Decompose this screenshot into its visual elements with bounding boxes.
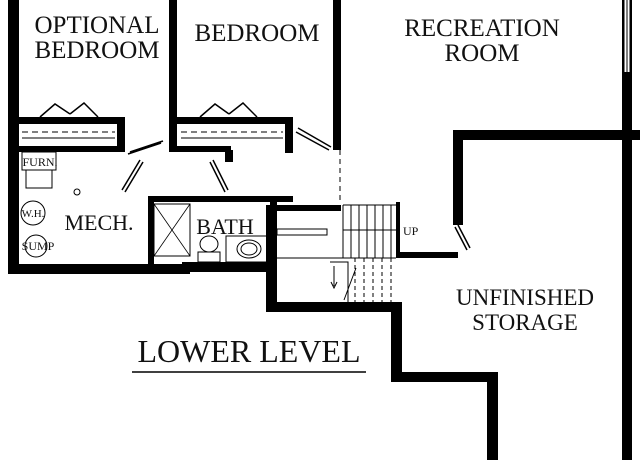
doors [121, 127, 471, 251]
plan-title: LOWER LEVEL [137, 333, 360, 369]
mech-fixtures [20, 151, 81, 258]
recreation-room-label-line1: RECREATION [404, 15, 560, 42]
optional-bedroom-label-line1: OPTIONAL [35, 12, 160, 39]
stair-up-label: UP [403, 224, 419, 238]
closet-shelves [22, 101, 283, 139]
staircase [276, 204, 396, 302]
interior-walls [19, 0, 400, 272]
bedroom-label: BEDROOM [194, 20, 319, 47]
mech-label: MECH. [64, 210, 133, 235]
bath-fixtures [153, 203, 269, 263]
sump-label: SUMP [22, 239, 55, 253]
recreation-room-label-line2: ROOM [444, 40, 519, 67]
water-heater-label: W.H. [22, 208, 45, 220]
room-labels: OPTIONAL BEDROOM BEDROOM RECREATION ROOM… [22, 12, 594, 369]
unfinished-storage-label-line1: UNFINISHED [456, 285, 594, 310]
optional-bedroom-label-line2: BEDROOM [34, 37, 159, 64]
bath-label: BATH [196, 214, 254, 239]
furnace-label: FURN. [22, 155, 57, 169]
unfinished-storage-label-line2: STORAGE [472, 310, 578, 335]
window [623, 0, 631, 72]
